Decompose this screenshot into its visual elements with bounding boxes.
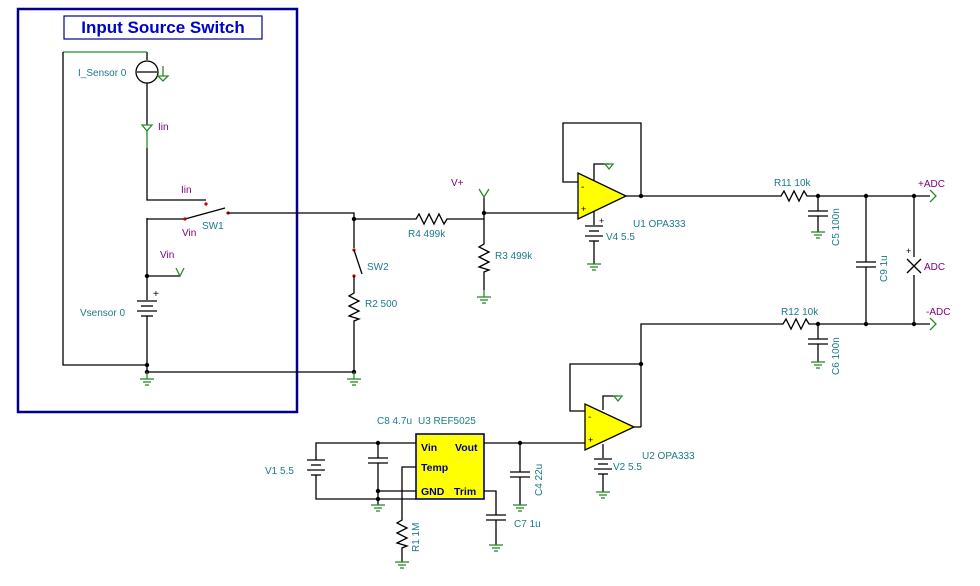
net-label-vin-sw: Vin	[182, 228, 196, 239]
pin-gnd: GND	[421, 486, 445, 498]
opamp-u2[interactable]: - +	[569, 363, 641, 458]
net-arrow-vin	[175, 267, 185, 278]
junction-dot	[638, 193, 644, 199]
opamp-u1[interactable]: - +	[562, 122, 778, 225]
label-u2: U2 OPA333	[642, 451, 695, 462]
current-source-i-sensor[interactable]	[63, 51, 170, 92]
label-c7: C7 1u	[514, 519, 541, 530]
label-c5: C5 100n	[831, 208, 842, 246]
wire	[146, 148, 206, 201]
net-label-adc-meter: ADC	[924, 262, 945, 273]
meter-adc[interactable]: +	[906, 196, 922, 324]
label-u3: U3 REF5025	[418, 416, 476, 427]
svg-text:+: +	[581, 204, 586, 214]
resistor-r11[interactable]	[778, 189, 866, 203]
capacitor-c9[interactable]	[856, 196, 876, 324]
resistor-r4[interactable]	[410, 212, 484, 226]
net-label-iin: Iin	[158, 122, 169, 133]
resistor-r3[interactable]	[477, 241, 491, 290]
label-vsensor: Vsensor 0	[80, 308, 125, 319]
resistor-r1[interactable]	[395, 466, 416, 569]
voltage-source-v4[interactable]: +	[585, 216, 604, 271]
junction-dot	[638, 361, 644, 367]
switch-sw1[interactable]	[146, 202, 245, 221]
voltage-source-vsensor[interactable]: +	[137, 276, 159, 365]
net-label-adc-neg: -ADC	[926, 307, 950, 318]
label-r3: R3 499k	[495, 251, 533, 262]
label-sw2: SW2	[367, 262, 389, 273]
resistor-r2[interactable]	[347, 290, 361, 372]
svg-text:+: +	[906, 246, 911, 256]
label-r1: R1 1M	[411, 523, 422, 552]
svg-text:+: +	[153, 289, 159, 300]
capacitor-c8[interactable]	[368, 443, 388, 505]
ground-symbol	[477, 290, 491, 304]
label-v2: V2 5.5	[613, 462, 642, 473]
label-r12: R12 10k	[781, 307, 819, 318]
svg-text:+: +	[588, 435, 593, 445]
label-c9: C9 1u	[879, 255, 890, 282]
pin-temp: Temp	[421, 462, 448, 474]
input-switch-frame	[16, 7, 299, 414]
net-arrow-iin	[140, 124, 154, 133]
label-u1: U1 OPA333	[633, 219, 686, 230]
voltage-source-v2[interactable]	[594, 458, 612, 499]
label-r2: R2 500	[365, 299, 398, 310]
wire	[245, 212, 355, 219]
capacitor-c4[interactable]	[510, 443, 530, 512]
label-v4: V4 5.5	[606, 232, 635, 243]
pin-vin: Vin	[421, 442, 437, 454]
wire	[146, 219, 180, 277]
wire	[315, 442, 416, 460]
ground-symbol	[347, 372, 361, 386]
net-label-adc-pos: +ADC	[918, 179, 945, 190]
net-arrow-adc-neg	[929, 317, 937, 331]
label-i-sensor: I_Sensor 0	[78, 68, 127, 79]
voltage-source-v1[interactable]	[307, 459, 416, 500]
pin-vout: Vout	[455, 442, 478, 454]
frame-title: Input Source Switch	[81, 18, 244, 37]
svg-text:-: -	[588, 412, 591, 423]
ground-symbol	[140, 372, 154, 386]
net-label-vin: Vin	[160, 250, 174, 261]
label-sw1: SW1	[202, 221, 224, 232]
capacitor-c5[interactable]	[808, 196, 828, 239]
label-v1: V1 5.5	[265, 466, 294, 477]
pin-trim: Trim	[454, 486, 476, 498]
switch-sw2[interactable]	[352, 219, 363, 290]
net-label-vplus: V+	[451, 178, 464, 189]
svg-text:-: -	[581, 182, 584, 193]
frame-title-box	[63, 15, 263, 40]
net-arrow-vplus	[478, 188, 490, 199]
label-c4: C4 22u	[534, 464, 545, 496]
label-r4: R4 499k	[408, 229, 446, 240]
resistor-r12[interactable]	[640, 317, 866, 427]
label-c8: C8 4.7u	[377, 416, 412, 427]
capacitor-c7[interactable]	[484, 490, 506, 552]
label-r11: R11 10k	[774, 178, 812, 189]
net-arrow-adc-pos	[929, 189, 937, 203]
net-label-iin-2: Iin	[181, 185, 192, 196]
label-c6: C6 100n	[831, 337, 842, 375]
junction-dot	[375, 496, 381, 502]
svg-text:+: +	[599, 216, 604, 226]
capacitor-c6[interactable]	[808, 324, 828, 369]
ground-symbol	[371, 504, 385, 512]
wire	[62, 52, 147, 366]
